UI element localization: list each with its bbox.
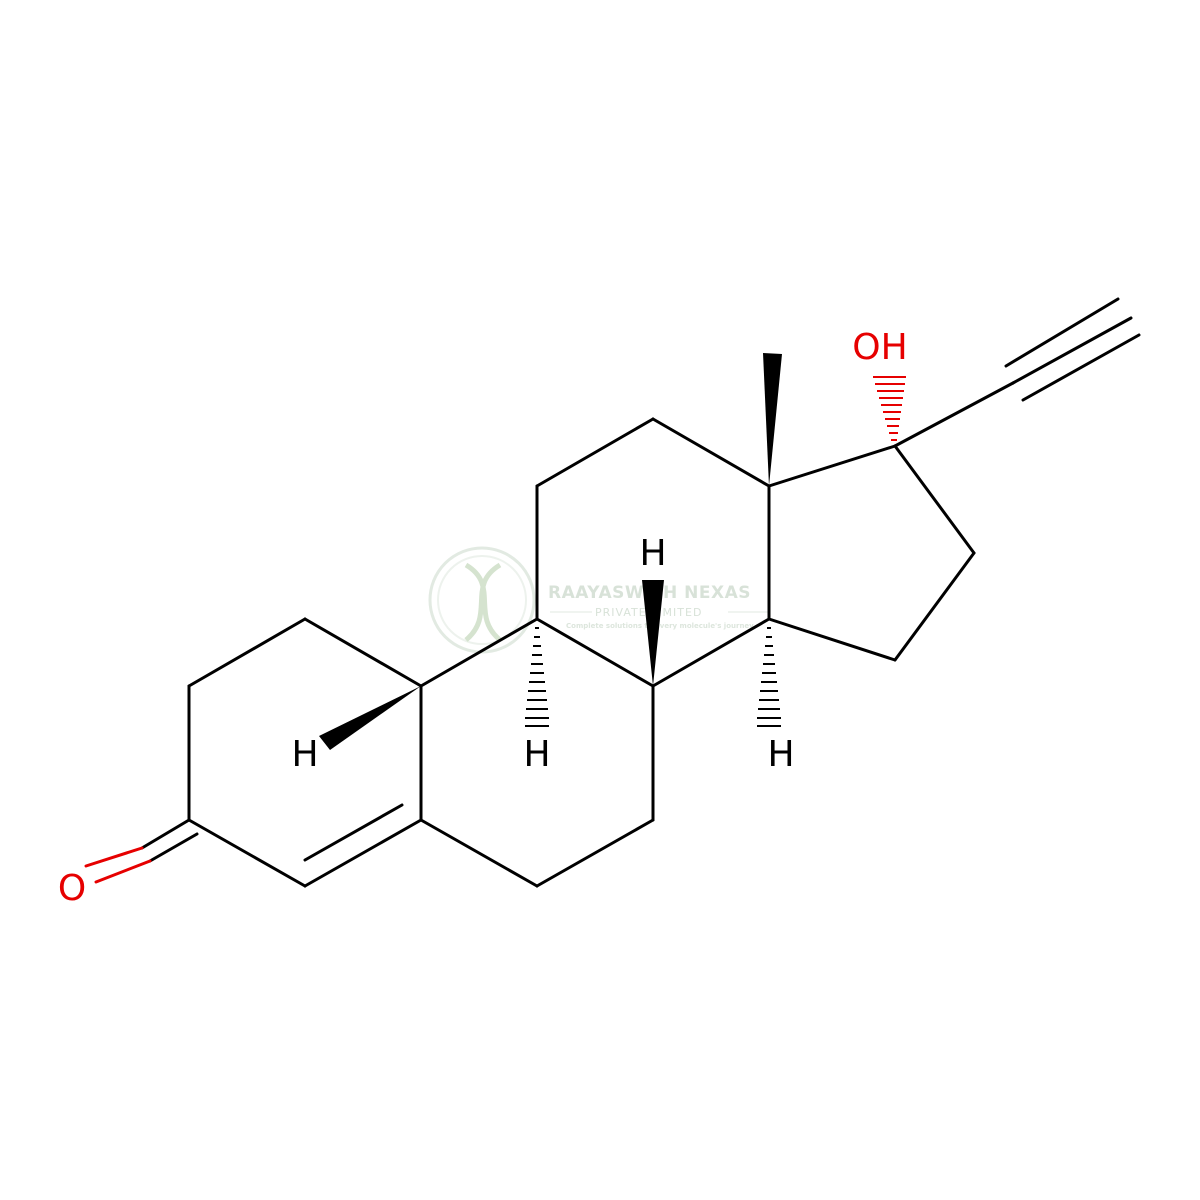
bond-c6-c5 [419, 818, 539, 888]
hydroxyl-hash-bond [873, 376, 906, 441]
h-c14-label: H [767, 734, 794, 775]
bond-c20-c21-b [1011, 316, 1133, 385]
h-wedge-c8 [642, 580, 664, 686]
h-hash-c9 [525, 627, 549, 727]
bond-c3-o-lower [148, 832, 199, 863]
h-c8-label: H [639, 533, 666, 574]
bond-c16-c15 [893, 551, 976, 662]
bond-c20-c21-c [1021, 333, 1141, 402]
ring-b [419, 617, 655, 888]
watermark-logo-inner [437, 555, 527, 645]
bond-c4-c5 [303, 818, 423, 888]
bond-c20-c21-a [1004, 297, 1120, 368]
bond-c9-c8 [535, 617, 655, 688]
watermark: RAAYASWITH NEXAS PRIVATE LIMITED Complet… [428, 546, 770, 654]
ethynyl-group [893, 297, 1141, 448]
methyl-wedge-bond [763, 353, 782, 486]
bond-c7-c6 [535, 818, 655, 888]
bond-c4-c5-double [303, 803, 404, 862]
h-wedge-c10 [319, 686, 421, 750]
bond-c13-c17 [767, 444, 897, 488]
bond-c15-c14 [767, 617, 897, 662]
bond-c14-c8 [651, 617, 771, 688]
bond-c10-c9 [419, 617, 539, 688]
h-c10-label: H [291, 734, 318, 775]
bond-c3-o-upper-red [84, 846, 144, 868]
watermark-tagline: Complete solutions to every molecule's j… [566, 622, 754, 630]
bond-c1-c2 [187, 617, 307, 688]
bond-c3-o-upper [140, 818, 191, 850]
bond-c1-c10 [303, 617, 423, 688]
bond-c12-c13 [651, 417, 771, 488]
bond-c11-c12 [535, 417, 655, 488]
ring-c [535, 417, 771, 688]
bond-c17-c16 [893, 444, 976, 555]
ketone-group: O [58, 818, 199, 909]
bond-c3-c4 [187, 818, 307, 888]
h-c9-label: H [523, 734, 550, 775]
oxygen-ketone-label: O [58, 868, 86, 909]
bond-c3-o-lower-red [94, 859, 152, 884]
bond-c17-c20 [893, 381, 1015, 448]
ring-d [767, 444, 976, 662]
h-hash-c14 [757, 627, 781, 727]
watermark-dna-icon [464, 562, 502, 642]
ring-a [187, 617, 423, 888]
hydroxyl-label: OH [852, 327, 907, 368]
